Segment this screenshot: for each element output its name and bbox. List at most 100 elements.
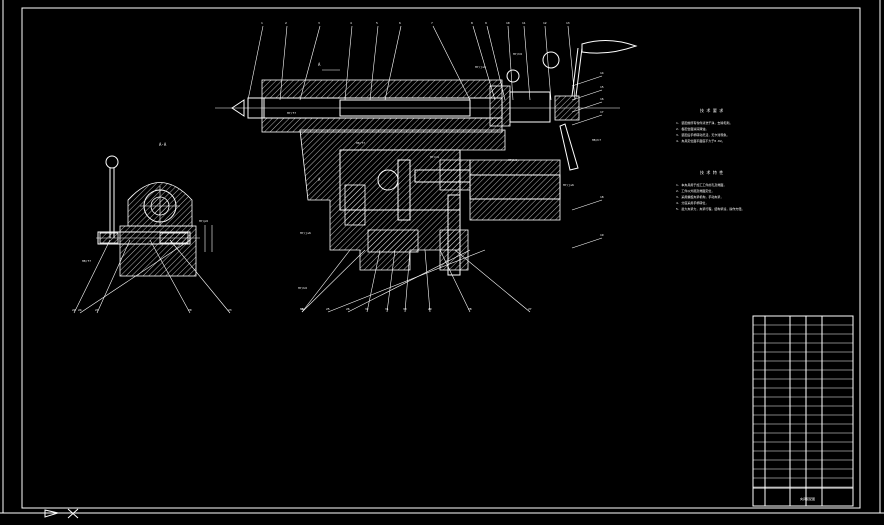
svg-text:32: 32 (365, 307, 369, 311)
cross-marker (67, 508, 79, 519)
svg-text:5: 5 (376, 21, 378, 25)
leader-left-20: 20 (149, 239, 192, 314)
svg-text:21: 21 (95, 308, 99, 312)
svg-text:10: 10 (506, 21, 510, 25)
tech-spec-5: 5. 最大夹紧力，夹紧行程，结构紧凑，操作方便。 (676, 206, 744, 211)
svg-text:23: 23 (228, 308, 232, 312)
leader-top-13: 13 (566, 21, 576, 101)
tech-requirement-1: 1. 装配前所有零件清洗干净，去除毛刺。 (676, 120, 732, 125)
fit-label: H7/js6 (300, 231, 311, 235)
leader-left-22: 22 (72, 239, 111, 314)
svg-text:7: 7 (431, 21, 433, 25)
leader-bottom-30: 30 (403, 249, 411, 313)
leader-left-21: 21 (95, 239, 131, 314)
svg-text:22: 22 (72, 308, 76, 312)
fit-label: H7/f7 (287, 111, 296, 115)
title-block-text: 夹具装配图 (800, 496, 815, 501)
svg-text:34: 34 (300, 307, 304, 311)
svg-text:33: 33 (300, 307, 304, 311)
leader-right-18: 18 (571, 195, 604, 211)
leader-right-17: 17 (571, 110, 604, 126)
svg-text:13: 13 (566, 21, 570, 25)
leader-right-14: 14 (571, 71, 604, 87)
svg-text:2: 2 (285, 21, 287, 25)
tech-requirement-2: 2. 各配合面涂润滑油， (676, 126, 708, 131)
svg-text:31: 31 (385, 307, 389, 311)
leader-top-10: 10 (506, 21, 514, 101)
tech-spec-3: 3. 采用螺旋夹紧机构，手动夹紧， (676, 194, 723, 199)
leader-top-5: 5 (369, 21, 379, 101)
leader-top-2: 2 (279, 21, 288, 101)
svg-text:1: 1 (261, 21, 263, 25)
svg-text:15: 15 (600, 85, 604, 89)
leader-bottom-33: 33 (300, 249, 366, 313)
leader-top-3: 3 (299, 21, 321, 101)
leader-top-7: 7 (431, 21, 471, 101)
tech-specs-title: 技 术 特 性 (700, 169, 723, 175)
fit-label: H8/f7 (82, 259, 91, 263)
svg-text:29: 29 (428, 307, 432, 311)
technical-notes: 技 术 要 求 1. 装配前所有零件清洗干净，去除毛刺。 2. 各配合面涂润滑油… (676, 107, 744, 211)
svg-text:30: 30 (403, 307, 407, 311)
view-marker: A (318, 177, 321, 182)
svg-text:14: 14 (600, 71, 604, 75)
fit-label: H7/js6 (475, 65, 486, 69)
svg-text:16: 16 (600, 97, 604, 101)
fit-label: H7/p6 (199, 219, 208, 223)
svg-text:25: 25 (326, 307, 330, 311)
leader-left-24: 24 (78, 239, 191, 314)
leader-top-11: 11 (522, 21, 531, 101)
fit-label: H8/h7 (592, 138, 601, 142)
leader-bottom-31: 31 (385, 249, 396, 313)
svg-text:27: 27 (528, 307, 532, 311)
svg-text:6: 6 (399, 21, 401, 25)
svg-text:24: 24 (78, 308, 82, 312)
leader-bottom-32: 32 (365, 249, 381, 313)
svg-text:11: 11 (522, 21, 526, 25)
svg-text:26: 26 (346, 307, 350, 311)
svg-text:9: 9 (485, 21, 487, 25)
svg-text:19: 19 (600, 233, 604, 237)
section-view-a-a: A-A (96, 142, 213, 277)
main-assembly-view: A A (215, 40, 638, 276)
tech-spec-4: 4. 分度采用手柄转位， (676, 200, 708, 205)
svg-text:4: 4 (350, 21, 352, 25)
view-marker-top: A (318, 62, 321, 67)
leader-right-15: 15 (571, 85, 604, 101)
fit-label: H7/k6 (508, 158, 517, 162)
leader-right-19: 19 (571, 233, 604, 249)
leader-top-9: 9 (485, 21, 506, 101)
leader-bottom-25: 25 (326, 249, 486, 313)
leader-top-8: 8 (471, 21, 496, 101)
leader-bottom-26: 26 (346, 249, 471, 313)
svg-text:20: 20 (188, 308, 192, 312)
leader-bottom-28: 28 (439, 249, 472, 313)
parts-list-table: 夹具装配图 (752, 315, 854, 507)
arrow-marker (44, 509, 60, 518)
fit-label: H7/h6 (513, 52, 522, 56)
leader-bottom-27: 27 (454, 249, 532, 313)
fit-label: H7/n6 (430, 155, 439, 159)
section-label: A-A (159, 142, 167, 147)
svg-text:12: 12 (543, 21, 547, 25)
tech-requirement-4: 4. 夹具定位面平面度不大于0.02。 (676, 138, 725, 143)
leader-top-12: 12 (543, 21, 552, 101)
svg-text:17: 17 (600, 110, 604, 114)
leader-top-4: 4 (344, 21, 353, 101)
leader-top-1: 1 (247, 21, 264, 101)
svg-text:18: 18 (600, 195, 604, 199)
tech-requirements-title: 技 术 要 求 (700, 107, 723, 113)
leader-left-23: 23 (169, 239, 232, 314)
tech-requirement-3: 3. 装配后手柄转动灵活，无卡滞现象。 (676, 132, 729, 137)
fit-label: H7/js6 (563, 183, 574, 187)
tech-spec-2: 2. 工件以外圆及端面定位， (676, 188, 714, 193)
leader-bottom-29: 29 (424, 249, 432, 313)
leader-right-16: 16 (571, 97, 604, 113)
tech-spec-1: 1. 本夹具用于加工工件的孔及端面， (676, 182, 726, 187)
svg-text:8: 8 (471, 21, 473, 25)
fit-label: H8/f7 (356, 141, 365, 145)
leader-bottom-34: 34 (300, 249, 351, 313)
